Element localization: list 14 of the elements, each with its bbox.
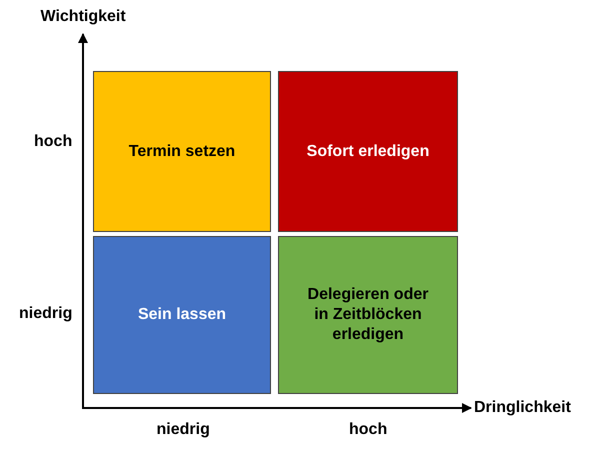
quadrant-box — [278, 71, 458, 232]
quadrant-box — [278, 236, 458, 394]
quadrant-text: Sofort erledigen — [306, 142, 430, 162]
quadrant-text: Sein lassen — [138, 305, 226, 325]
axis-title: Wichtigkeit — [40, 7, 126, 26]
quadrant-box — [93, 236, 271, 394]
axis-tick-label: hoch — [349, 420, 388, 439]
axis-tick-label: hoch — [34, 132, 72, 151]
quadrant-box — [93, 71, 271, 232]
quadrant-text: Termin setzen — [128, 142, 236, 162]
axis-tick-label: niedrig — [19, 304, 72, 323]
axis-title: Dringlichkeit — [474, 398, 571, 417]
quadrant-text: Delegieren oder in Zeitblöcken erledigen — [306, 285, 430, 345]
axis-tick-label: niedrig — [156, 420, 210, 439]
